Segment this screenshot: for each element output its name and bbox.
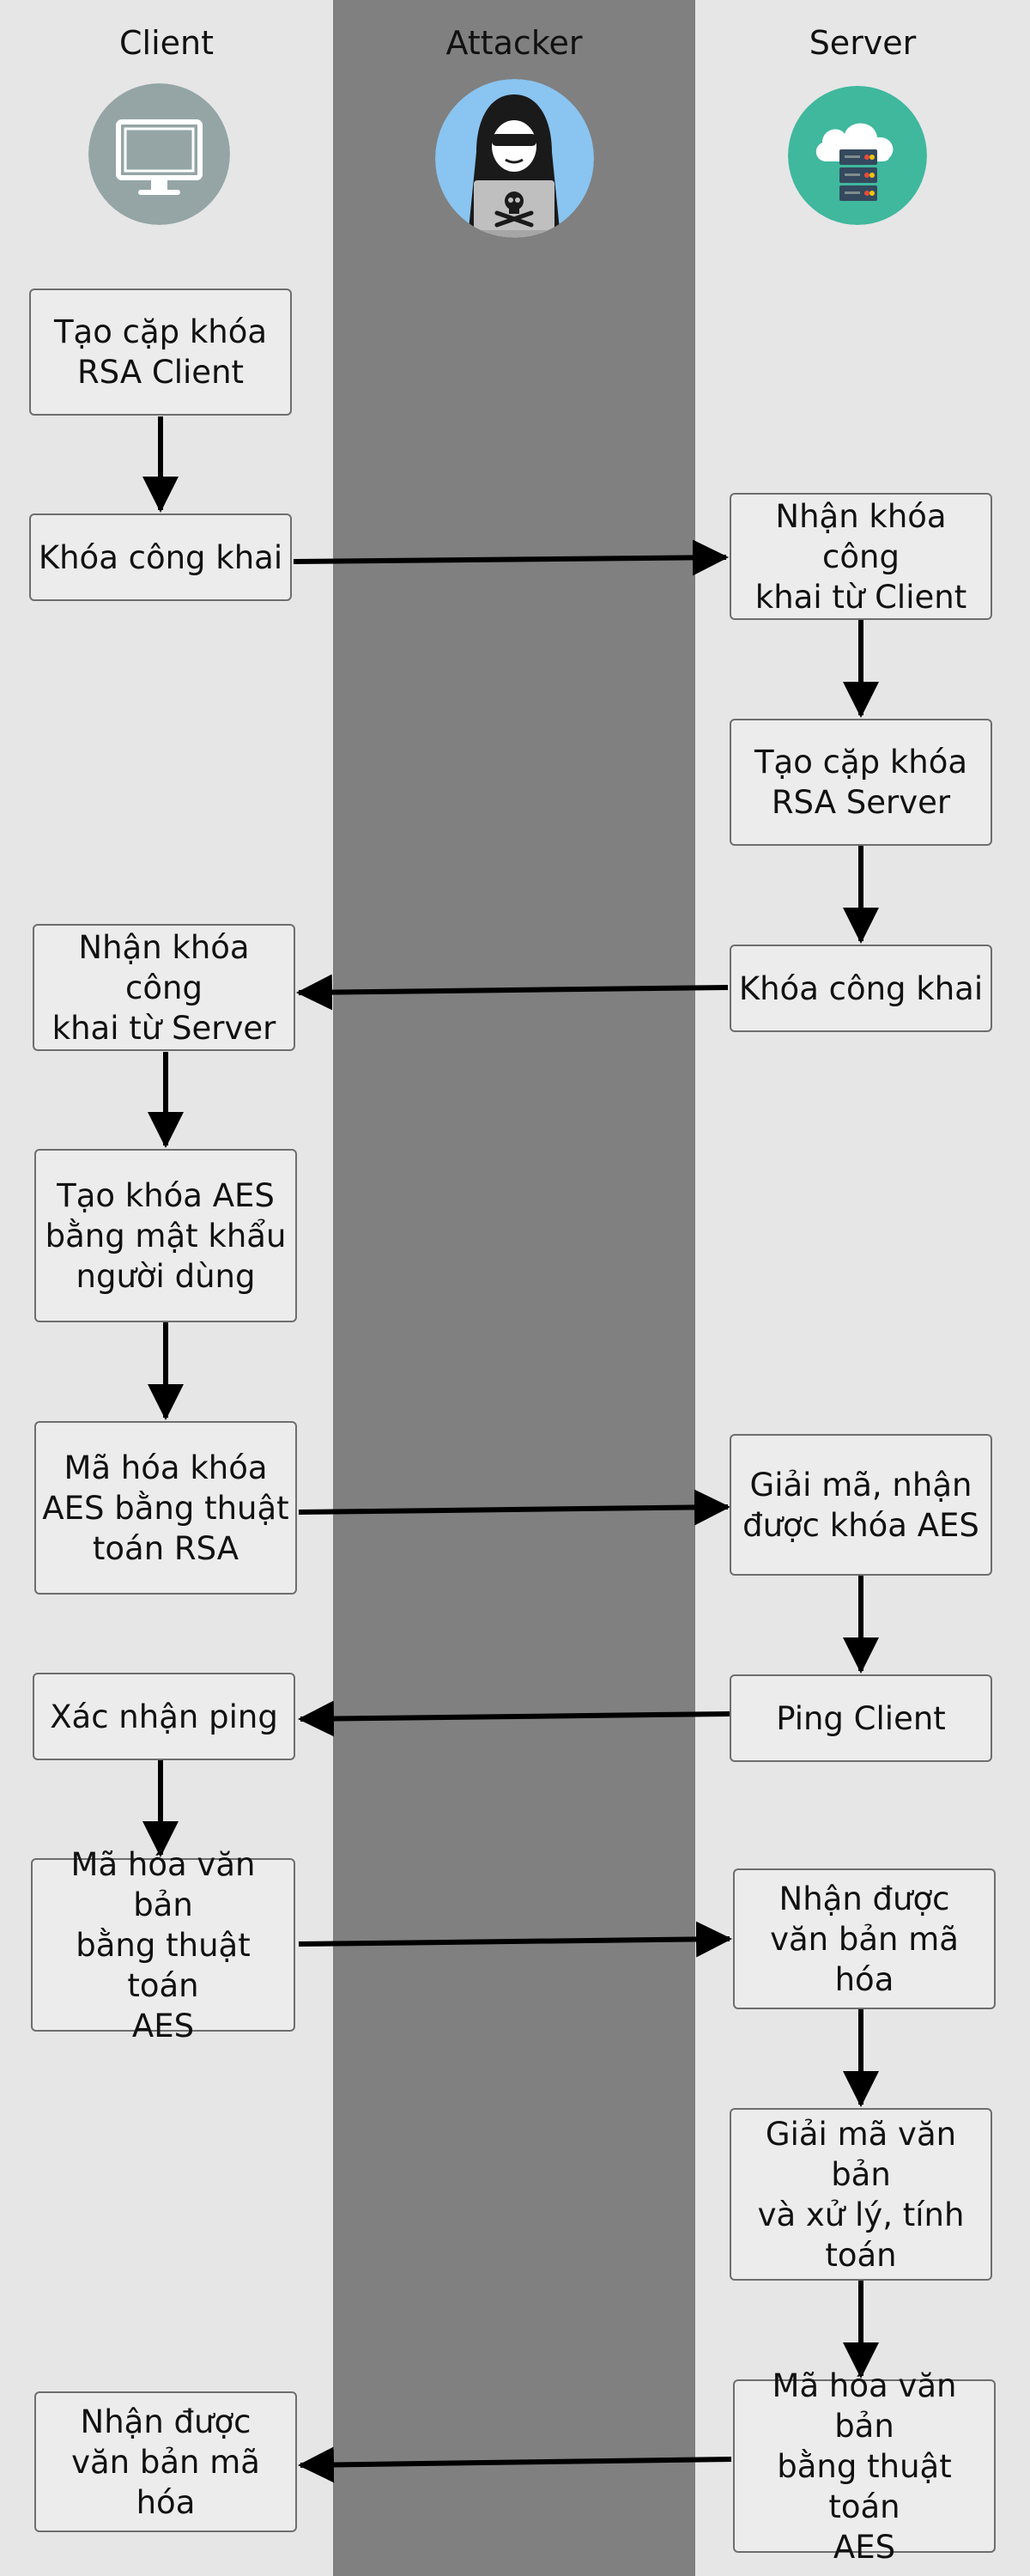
client-lane-title: Client (118, 24, 214, 62)
server-lane-title: Server (809, 24, 917, 62)
step-client-encrypt-text: Mã hóa văn bản bằng thuật toán AES (31, 1846, 295, 2044)
step-server-gen-rsa: Tạo cặp khóa RSA Server (730, 719, 992, 846)
hacker-icon (435, 79, 594, 238)
step-client-receive-text: Nhận được văn bản mã hóa (34, 2391, 297, 2532)
cloud-server-icon (788, 86, 927, 225)
step-server-process: Giải mã văn bản và xử lý, tính toán (730, 2108, 992, 2281)
attacker-lane-title: Attacker (445, 24, 583, 62)
monitor-icon (88, 83, 230, 225)
step-server-ping: Ping Client (730, 1674, 992, 1762)
step-server-decrypt-aes: Giải mã, nhận được khóa AES (730, 1434, 992, 1576)
step-server-encrypt-text: Mã hóa văn bản bằng thuật toán AES (733, 2367, 996, 2566)
step-client-gen-aes: Tạo khóa AES bằng mật khẩu người dùng (34, 1149, 297, 1322)
step-server-receive-client-key: Nhận khóa công khai từ Client (730, 493, 992, 620)
step-client-public-key: Khóa công khai (29, 513, 292, 601)
attacker-lane: Attacker (333, 0, 695, 2576)
step-client-encrypt-aes: Mã hóa khóa AES bằng thuật toán RSA (34, 1421, 297, 1595)
step-server-receive-text: Nhận được văn bản mã hóa (733, 1868, 996, 2009)
step-server-public-key: Khóa công khai (730, 945, 992, 1032)
step-client-gen-rsa: Tạo cặp khóa RSA Client (29, 289, 292, 416)
step-client-receive-server-key: Nhận khóa công khai từ Server (33, 924, 295, 1051)
step-client-confirm-ping: Xác nhận ping (33, 1673, 295, 1760)
